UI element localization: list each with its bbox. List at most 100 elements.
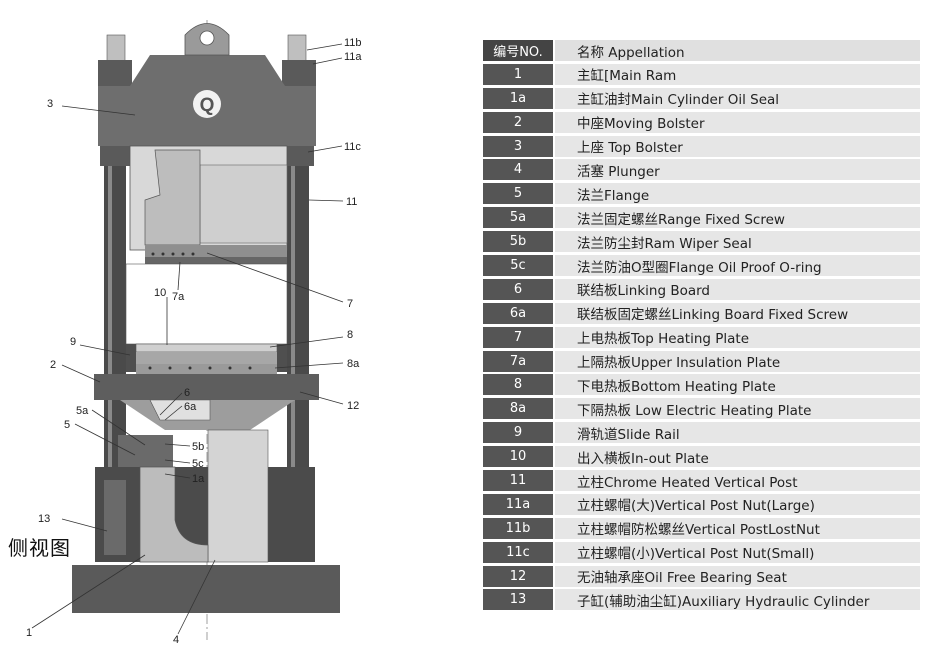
upper-heater-face bbox=[199, 164, 288, 244]
part-name: 联结板固定螺丝Linking Board Fixed Screw bbox=[555, 302, 920, 324]
slide-rail-left bbox=[126, 344, 136, 372]
open-work-area bbox=[125, 263, 288, 345]
callout-leaders bbox=[31, 43, 344, 635]
callout-11: 11 bbox=[346, 196, 357, 208]
part-name: 滑轨道Slide Rail bbox=[555, 422, 920, 444]
header-num: 编号NO. bbox=[483, 40, 553, 61]
post-nut-large-right bbox=[282, 60, 316, 86]
callout-6a: 6a bbox=[184, 401, 197, 413]
part-number: 2 bbox=[483, 111, 553, 133]
part-name: 立柱螺帽(小)Vertical Post Nut(Small) bbox=[555, 541, 920, 563]
upper-insulation-plate bbox=[145, 257, 287, 264]
part-name: 下电热板Bottom Heating Plate bbox=[555, 374, 920, 396]
callout-5c: 5c bbox=[192, 458, 204, 470]
part-name: 无油轴承座Oil Free Bearing Seat bbox=[555, 565, 920, 587]
auxiliary-cylinder bbox=[104, 480, 126, 555]
main-ram-section bbox=[139, 466, 209, 563]
part-name: 主缸[Main Ram bbox=[555, 63, 920, 85]
post-top-left bbox=[106, 34, 126, 62]
callout-3: 3 bbox=[47, 98, 53, 110]
callout-8a: 8a bbox=[347, 358, 360, 370]
callout-2: 2 bbox=[50, 359, 56, 371]
post-nut-small-right bbox=[284, 146, 314, 166]
part-number: 5b bbox=[483, 231, 553, 253]
part-number: 3 bbox=[483, 135, 553, 157]
part-name: 中座Moving Bolster bbox=[555, 111, 920, 133]
post-highlight-right bbox=[291, 80, 295, 560]
part-name: 子缸(辅助油尘缸)Auxiliary Hydraulic Cylinder bbox=[555, 589, 920, 611]
post-top-right bbox=[287, 34, 307, 62]
part-name: 活塞 Plunger bbox=[555, 159, 920, 181]
bottom-heating-plate-holes bbox=[148, 366, 252, 370]
part-name: 出入横板In-out Plate bbox=[555, 446, 920, 468]
part-number: 6a bbox=[483, 302, 553, 324]
part-number: 8a bbox=[483, 398, 553, 420]
callout-8: 8 bbox=[347, 329, 353, 341]
header-name: 名称 Appellation bbox=[555, 40, 920, 61]
callout-11b: 11b bbox=[344, 37, 362, 49]
callout-10: 10 bbox=[154, 287, 166, 299]
part-name: 上电热板Top Heating Plate bbox=[555, 326, 920, 348]
base-plate bbox=[72, 565, 340, 613]
part-name: 上隔热板Upper Insulation Plate bbox=[555, 350, 920, 372]
part-name: 法兰Flange bbox=[555, 183, 920, 205]
callout-9: 9 bbox=[70, 336, 76, 348]
top-heating-plate bbox=[145, 245, 287, 257]
brand-logo-circle bbox=[193, 90, 221, 118]
callout-1: 1 bbox=[26, 627, 32, 639]
callout-5: 5 bbox=[64, 419, 70, 431]
moving-bolster bbox=[94, 374, 319, 400]
callout-4: 4 bbox=[173, 634, 179, 646]
callout-11a: 11a bbox=[344, 51, 362, 63]
brand-logo-letter: Q bbox=[200, 95, 215, 116]
part-name: 上座 Top Bolster bbox=[555, 135, 920, 157]
part-name: 立柱螺帽(大)Vertical Post Nut(Large) bbox=[555, 493, 920, 515]
part-name: 下隔热板 Low Electric Heating Plate bbox=[555, 398, 920, 420]
callout-13: 13 bbox=[38, 513, 50, 525]
part-name: 主缸油封Main Cylinder Oil Seal bbox=[555, 87, 920, 109]
plunger bbox=[207, 429, 269, 563]
callout-5a: 5a bbox=[76, 405, 89, 417]
in-out-plate bbox=[135, 343, 278, 353]
part-number: 5a bbox=[483, 207, 553, 229]
part-number: 10 bbox=[483, 446, 553, 468]
part-number: 9 bbox=[483, 422, 553, 444]
part-number: 11b bbox=[483, 517, 553, 539]
top-bolster-crown bbox=[130, 55, 285, 86]
callout-6: 6 bbox=[184, 387, 190, 399]
part-number: 5c bbox=[483, 255, 553, 277]
post-highlight-left bbox=[108, 80, 112, 560]
part-name: 法兰防尘封Ram Wiper Seal bbox=[555, 231, 920, 253]
part-number: 1 bbox=[483, 63, 553, 85]
flange bbox=[118, 435, 173, 467]
part-number: 5 bbox=[483, 183, 553, 205]
part-number: 11c bbox=[483, 541, 553, 563]
lifting-eye-hole bbox=[199, 30, 215, 46]
part-name: 法兰防油O型圈Flange Oil Proof O-ring bbox=[555, 255, 920, 277]
slide-rail-right bbox=[277, 344, 287, 372]
bottom-heating-plate bbox=[136, 352, 277, 364]
side-view-label: 侧视图 bbox=[8, 536, 71, 560]
callout-7a: 7a bbox=[172, 291, 185, 303]
part-name: 法兰固定螺丝Range Fixed Screw bbox=[555, 207, 920, 229]
